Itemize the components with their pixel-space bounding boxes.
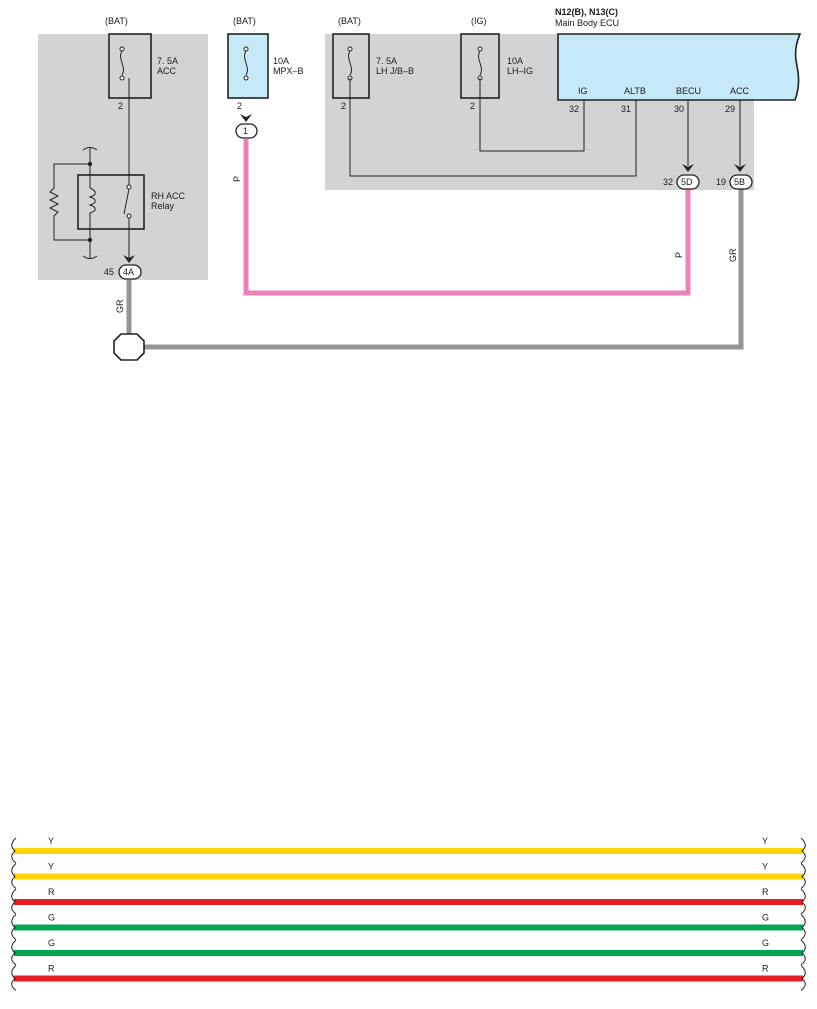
main-body-ecu	[557, 33, 802, 101]
legend-break-left-0	[11, 837, 17, 864]
connector-5b-label: 5B	[734, 177, 745, 187]
legend-label-left-4: G	[48, 938, 55, 948]
gray-wire-label-right: GR	[728, 248, 738, 262]
ecu-pin-29: 29	[725, 104, 735, 114]
fuse-acc-pin: 2	[118, 101, 123, 111]
fuse-mpx-supply: (BAT)	[233, 16, 256, 26]
legend-label-right-2: R	[762, 887, 769, 897]
relay-label-line1: RH ACC	[151, 191, 186, 201]
connector-5d-arrow-icon	[682, 164, 694, 172]
connector-5b-arrow-icon	[734, 164, 746, 172]
relay-box	[77, 174, 145, 230]
connector-4a-label: 4A	[123, 267, 134, 277]
ecu-terminal-acc: ACC	[730, 86, 750, 96]
legend-break-right-1	[800, 863, 806, 889]
legend-break-right-5	[800, 965, 806, 991]
fuse-acc-icon	[119, 46, 125, 81]
fuse-acc-rating: 7. 5A	[157, 56, 178, 66]
fuse-lhig-supply: (IG)	[471, 16, 487, 26]
wire-lhig-to-ig	[479, 78, 585, 152]
pink-wire-label-right: P	[674, 252, 684, 258]
connector-5d-label: 5D	[681, 177, 693, 187]
wire-lhjb-to-altb	[349, 78, 637, 177]
ecu-terminal-ig: IG	[578, 86, 588, 96]
ecu-terminal-becu: BECU	[676, 86, 701, 96]
connector-1-arrow-icon	[240, 114, 252, 122]
fuse-mpx-name: MPX–B	[273, 66, 304, 76]
connector-5b-pin: 19	[716, 177, 726, 187]
legend-label-left-2: R	[48, 887, 55, 897]
legend-break-left-2	[11, 888, 17, 915]
connector-5d-pin: 32	[663, 177, 673, 187]
legend-label-right-3: G	[762, 913, 769, 923]
fuse-mpx-rating: 10A	[273, 56, 289, 66]
legend-label-right-5: R	[762, 964, 769, 974]
ecu-pin-31: 31	[621, 104, 631, 114]
legend-label-left-1: Y	[48, 862, 54, 872]
ecu-code: N12(B), N13(C)	[555, 7, 618, 17]
ecu-pin-32: 32	[569, 104, 579, 114]
legend-label-left-5: R	[48, 964, 55, 974]
legend-label-left-0: Y	[48, 836, 54, 846]
legend-break-right-0	[800, 837, 806, 864]
legend-break-right-2	[800, 888, 806, 915]
ecu-terminal-altb: ALTB	[624, 86, 646, 96]
connector-1	[235, 123, 258, 139]
connector-4a-arrow-icon	[123, 255, 135, 263]
fuse-acc-supply: (BAT)	[105, 16, 128, 26]
relay-coil-icon	[82, 147, 98, 259]
relay-resistor-icon	[48, 163, 90, 241]
left-junction-area	[38, 34, 208, 280]
pink-wire	[243, 139, 691, 296]
fuse-mpx-icon	[243, 46, 249, 81]
fuse-lhjb-box	[332, 33, 370, 99]
fuse-lhjb-rating: 7. 5A	[376, 56, 397, 66]
gray-wire	[126, 189, 744, 350]
fuse-lhjb-pin: 2	[341, 101, 346, 111]
legend-break-right-4	[800, 939, 806, 966]
fuse-acc-box	[108, 33, 152, 99]
fuse-acc-name: ACC	[157, 66, 177, 76]
fuse-lhig-name: LH–IG	[507, 66, 533, 76]
fuse-mpx-pin: 2	[237, 101, 242, 111]
fuse-lhig-pin: 2	[470, 101, 475, 111]
wire-legend: Y Y Y Y R R G G G G R R	[11, 836, 806, 991]
connector-4a	[118, 264, 142, 280]
legend-break-left-5	[11, 965, 17, 991]
fuse-lhjb-supply: (BAT)	[338, 16, 361, 26]
connector-4a-pin: 45	[104, 267, 114, 277]
legend-label-left-3: G	[48, 913, 55, 923]
ecu-name: Main Body ECU	[555, 18, 619, 28]
legend-break-right-3	[800, 914, 806, 940]
fuse-lhjb-name: LH J/B–B	[376, 66, 414, 76]
legend-label-right-4: G	[762, 938, 769, 948]
legend-label-right-0: Y	[762, 836, 768, 846]
connector-1-label: 1	[243, 126, 248, 136]
legend-label-right-1: Y	[762, 862, 768, 872]
gray-wire-label-left: GR	[115, 299, 125, 313]
connector-5d	[676, 174, 700, 190]
legend-break-left-1	[11, 863, 17, 889]
connector-5b	[729, 174, 753, 190]
pink-wire-label-left: P	[232, 176, 242, 182]
relay-label-line2: Relay	[151, 201, 175, 211]
ecu-pin-30: 30	[674, 104, 684, 114]
legend-break-left-3	[11, 914, 17, 940]
fuse-lhig-rating: 10A	[507, 56, 523, 66]
fuse-mpx-box	[227, 33, 269, 99]
splice-point	[113, 333, 145, 361]
legend-break-left-4	[11, 939, 17, 966]
